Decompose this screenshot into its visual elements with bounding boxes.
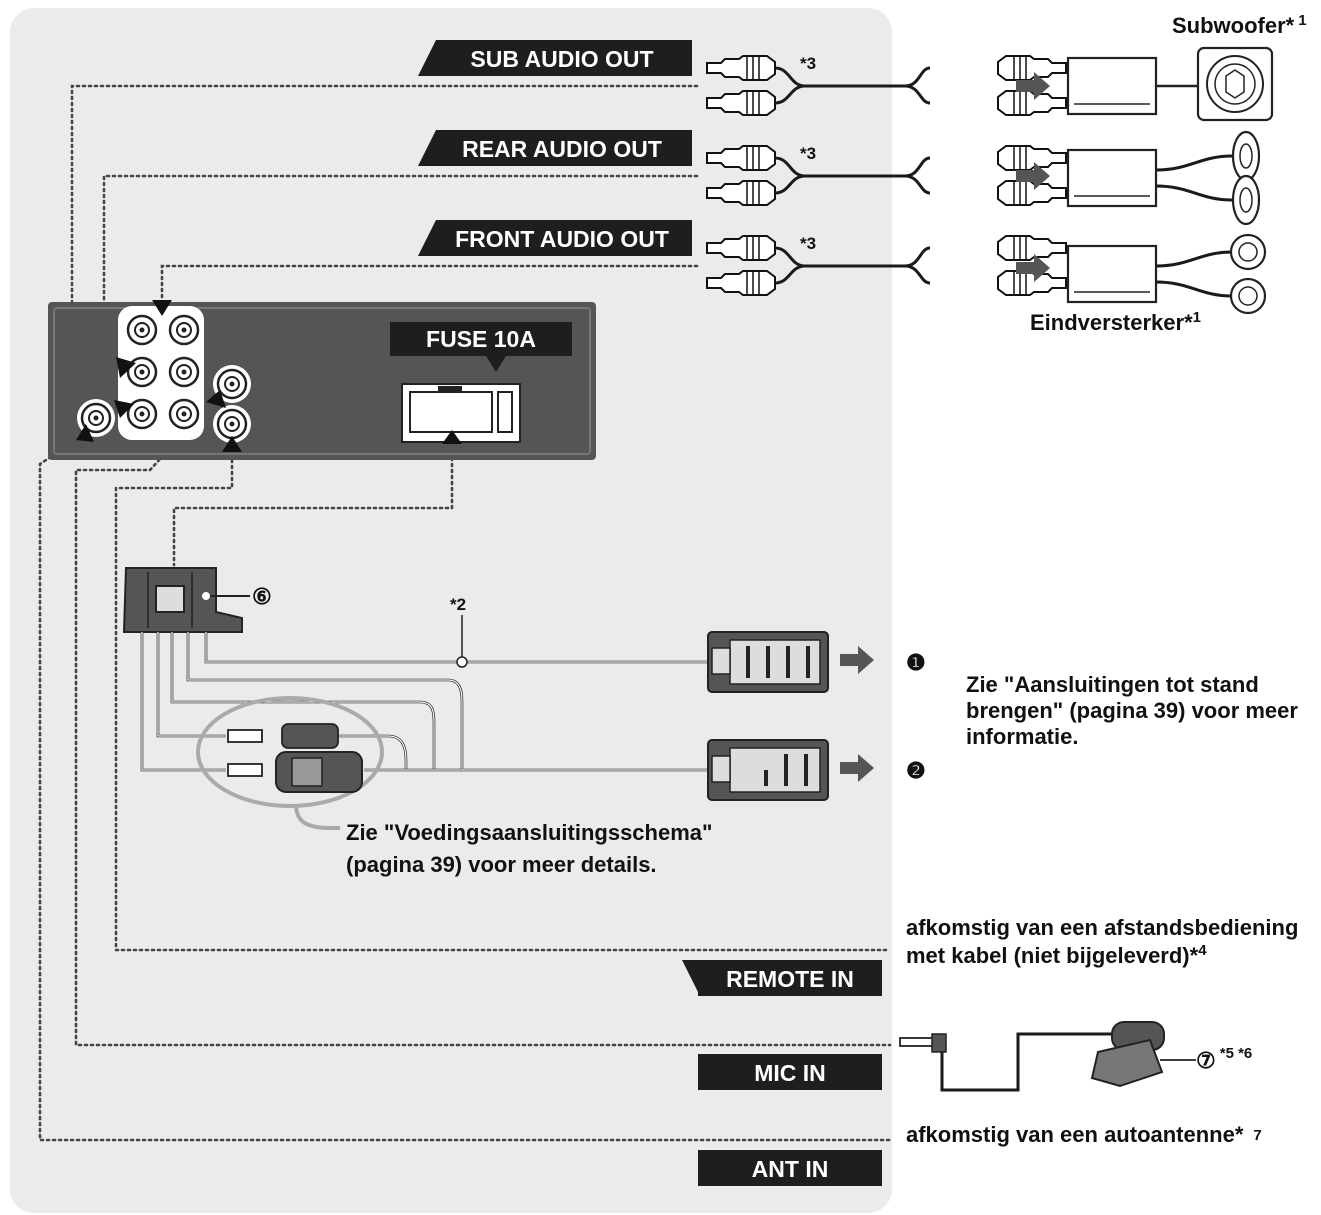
subwoofer-label: Subwoofer*1 [1172,12,1307,38]
front-rca-cable [706,235,1067,296]
harness-block [122,567,250,633]
svg-text:FUSE 10A: FUSE 10A [426,326,536,352]
rear-amplifier [1066,148,1233,208]
voeding-note: Zie "Voedingsaansluitingsschema" (pagina… [346,820,712,877]
rear-speakers-icon [1231,130,1261,226]
svg-text:FRONT AUDIO OUT: FRONT AUDIO OUT [455,226,669,252]
front-amplifier [1066,244,1233,304]
svg-text:SUB AUDIO OUT: SUB AUDIO OUT [470,46,653,72]
svg-text:ANT IN: ANT IN [752,1156,829,1182]
svg-text:(pagina 39) voor meer details.: (pagina 39) voor meer details. [346,852,657,877]
connector-2 [707,739,829,801]
rear-audio-out-label: REAR AUDIO OUT [418,130,692,166]
front-audio-out-label: FRONT AUDIO OUT [418,220,692,256]
power-socket [401,383,521,443]
sub-amplifier [1066,56,1198,116]
mic-in-label: MIC IN [682,1054,882,1090]
connector-2-marker: ❷ [906,758,926,783]
item-7-marker: ⑦*5 *6 [1196,1045,1252,1073]
power-connection-detail [196,696,384,830]
svg-text:brengen" (pagina 39) voor meer: brengen" (pagina 39) voor meer [966,698,1298,723]
sub-cable-note: *3 [800,54,816,73]
fuse-label: FUSE 10A [390,322,572,372]
svg-text:REAR AUDIO OUT: REAR AUDIO OUT [462,136,662,162]
remote-note: afkomstig van een afstandsbediening met … [906,915,1298,968]
connector-1 [707,631,829,693]
sub-audio-out-label: SUB AUDIO OUT [418,40,692,76]
svg-text:informatie.: informatie. [966,724,1078,749]
remote-in-label: REMOTE IN [682,960,882,996]
antenna-note: afkomstig van een autoantenne*7 [906,1122,1262,1147]
svg-text:Zie "Voedingsaansluitingsschem: Zie "Voedingsaansluitingsschema" [346,820,712,845]
front-speakers-icon [1229,233,1267,315]
head-unit: FUSE 10A [48,302,596,460]
wire-note: *2 [450,595,466,614]
jack-arrows [76,300,462,452]
svg-text:afkomstig van een afstandsbedi: afkomstig van een afstandsbediening [906,915,1298,940]
ant-in-label: ANT IN [682,1150,882,1186]
rear-rca-cable [706,145,1067,206]
harness-wires [140,632,714,772]
subwoofer-speaker-icon [1196,46,1274,122]
sub-rca-cable [706,55,1067,116]
connector-1-marker: ❶ [906,650,926,675]
svg-text:Zie "Aansluitingen tot stand: Zie "Aansluitingen tot stand [966,672,1259,697]
microphone-icon [899,1021,1196,1092]
aansluitingen-note: Zie "Aansluitingen tot stand brengen" (p… [966,672,1298,749]
item-6-marker: ⑥ [252,584,272,609]
svg-text:REMOTE IN: REMOTE IN [726,966,854,992]
svg-text:met kabel (niet bijgeleverd)*4: met kabel (niet bijgeleverd)*4 [906,942,1207,968]
svg-text:MIC IN: MIC IN [754,1060,826,1086]
eindversterker-label: Eindversterker*1 [1030,309,1201,335]
front-cable-note: *3 [800,234,816,253]
rear-cable-note: *3 [800,144,816,163]
